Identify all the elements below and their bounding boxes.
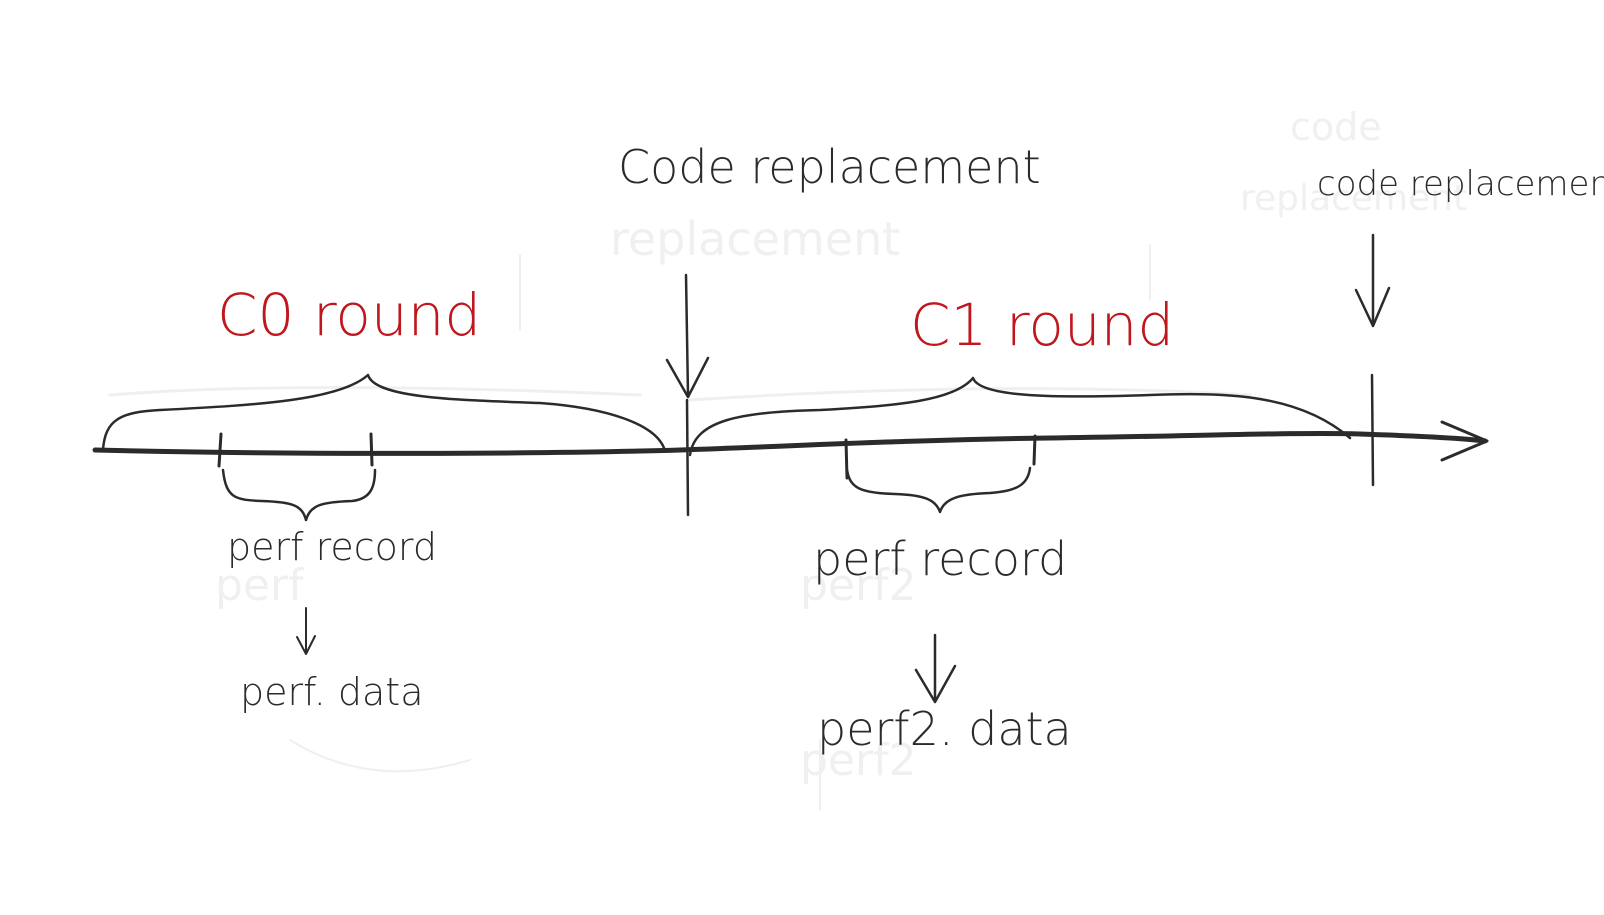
c0-round-brace <box>101 373 666 452</box>
tick-perf-record-2-end <box>1032 434 1037 466</box>
perf-record-1-brace <box>221 468 377 522</box>
arrow-code-replacement-2 <box>1354 233 1391 328</box>
svg-text:replacement: replacement <box>1240 178 1467 219</box>
arrow-perf-data-1 <box>296 607 316 655</box>
tick-code-replacement-1 <box>685 398 690 517</box>
c1-round-brace <box>688 376 1352 457</box>
timeline-arrowhead <box>1440 420 1489 462</box>
svg-text:perf: perf <box>215 560 305 611</box>
svg-text:perf2: perf2 <box>800 560 917 611</box>
tick-perf-record-1-end <box>369 432 374 467</box>
svg-text:perf2: perf2 <box>800 735 917 786</box>
tick-code-replacement-2 <box>1370 373 1375 487</box>
perf-record-label-2: perf record <box>813 532 1067 586</box>
c1-round-label: C1 round <box>910 291 1174 359</box>
tick-perf-record-1-start <box>217 432 223 468</box>
arrow-perf-data-2 <box>914 633 957 704</box>
paper-show-through: replacement code replacement perf perf2 … <box>108 105 1467 811</box>
perf-data-label-1: perf. data <box>240 670 424 714</box>
svg-text:code: code <box>1290 105 1382 149</box>
svg-text:replacement: replacement <box>610 212 900 266</box>
arrow-code-replacement-1 <box>665 273 710 399</box>
code-replacement-label-1: Code replacement <box>618 140 1041 194</box>
perf-data-label-2: perf2. data <box>817 702 1072 756</box>
c0-round-label: C0 round <box>217 281 481 349</box>
perf-record-2-brace <box>845 466 1032 514</box>
perf-record-label-1: perf record <box>227 525 437 569</box>
code-replacement-label-2: code replacement <box>1317 164 1604 204</box>
timeline-axis <box>92 430 1488 456</box>
